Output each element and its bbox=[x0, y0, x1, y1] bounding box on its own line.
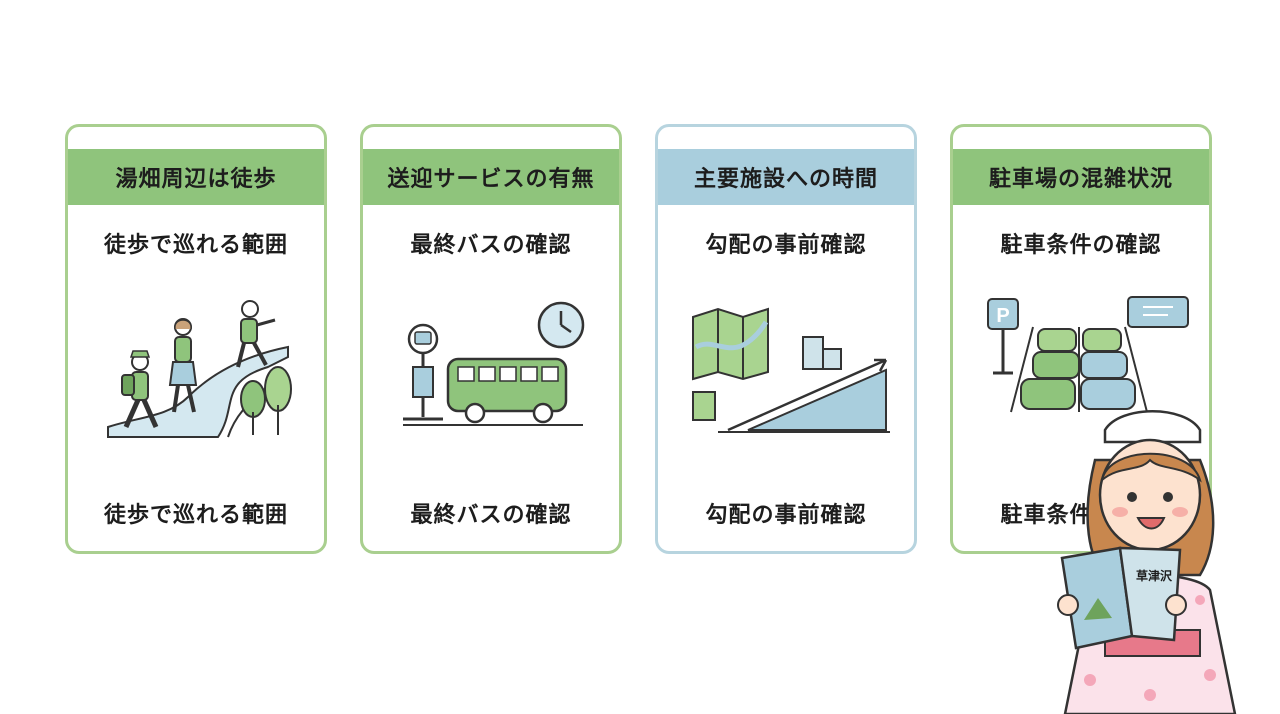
parking-sign-icon: P bbox=[987, 298, 1019, 375]
guide-character-icon: 草津沢 bbox=[1057, 410, 1237, 714]
card-subtitle: 最終バスの確認 bbox=[410, 233, 572, 258]
map-icon bbox=[692, 307, 769, 381]
guidebook-title: 草津沢 bbox=[1136, 568, 1173, 583]
svg-text:P: P bbox=[996, 305, 1009, 327]
walking-hikers-icon bbox=[107, 300, 292, 438]
parking-lot-icon: P bbox=[987, 296, 1189, 413]
card-title: 主要施設への時間 bbox=[658, 149, 914, 205]
card-footer: 徒歩で巡れる範囲 bbox=[103, 503, 288, 528]
slope-graph-icon bbox=[692, 307, 890, 433]
card-facility-time: 主要施設への時間 勾配の事前確認 勾配の事前確認 bbox=[655, 124, 917, 554]
card-subtitle: 駐車条件の確認 bbox=[1000, 233, 1162, 258]
card-subtitle: 勾配の事前確認 bbox=[705, 233, 867, 258]
card-footer: 最終バスの確認 bbox=[410, 503, 572, 528]
card-subtitle: 徒歩で巡れる範囲 bbox=[103, 233, 288, 258]
bus-stop-icon bbox=[403, 301, 585, 426]
card-title: 駐車場の混雑状況 bbox=[953, 149, 1209, 205]
card-footer: 勾配の事前確認 bbox=[705, 503, 867, 528]
card-walking: 湯畑周辺は徒歩 徒歩で巡れる範囲 徒歩で巡れる範囲 bbox=[65, 124, 327, 554]
card-title: 湯畑周辺は徒歩 bbox=[68, 149, 324, 205]
clock-icon bbox=[537, 301, 585, 349]
ticket-icon bbox=[1127, 296, 1189, 328]
card-title: 送迎サービスの有無 bbox=[363, 149, 619, 205]
card-shuttle: 送迎サービスの有無 最終バスの確認 最終バスの確認 bbox=[360, 124, 622, 554]
